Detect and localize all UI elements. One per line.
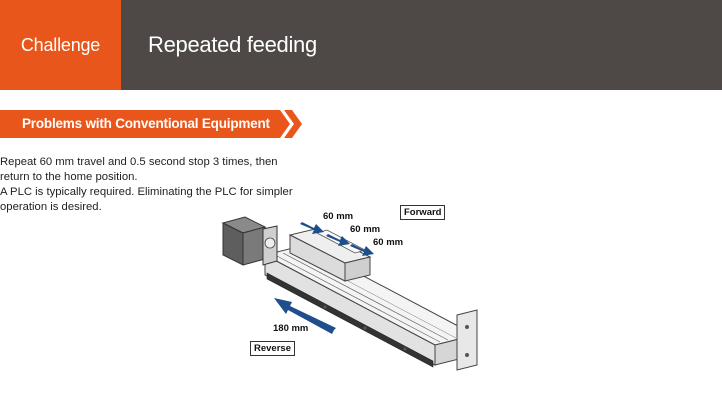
- step-label-1: 60 mm: [323, 211, 354, 222]
- problems-title: Problems with Conventional Equipment: [22, 116, 270, 131]
- reverse-arrow-icon: [274, 298, 336, 334]
- return-distance-label: 180 mm: [273, 323, 309, 334]
- forward-step-arrows-icon: [300, 222, 374, 256]
- step-label-2: 60 mm: [350, 224, 381, 235]
- description-line-1: Repeat 60 mm travel and 0.5 second stop …: [0, 156, 278, 183]
- reverse-label: Reverse: [250, 341, 295, 356]
- actuator-illustration: [221, 216, 478, 371]
- page-title: Repeated feeding: [121, 0, 722, 90]
- problem-description: Repeat 60 mm travel and 0.5 second stop …: [0, 155, 300, 215]
- header: Challenge Repeated feeding: [0, 0, 722, 90]
- description-line-2: A PLC is typically required. Eliminating…: [0, 186, 293, 213]
- forward-label: Forward: [400, 205, 446, 220]
- chevron-banner-icon: [0, 110, 302, 138]
- challenge-tag: Challenge: [0, 0, 121, 90]
- problems-banner: Problems with Conventional Equipment: [0, 110, 304, 138]
- step-label-3: 60 mm: [373, 237, 404, 248]
